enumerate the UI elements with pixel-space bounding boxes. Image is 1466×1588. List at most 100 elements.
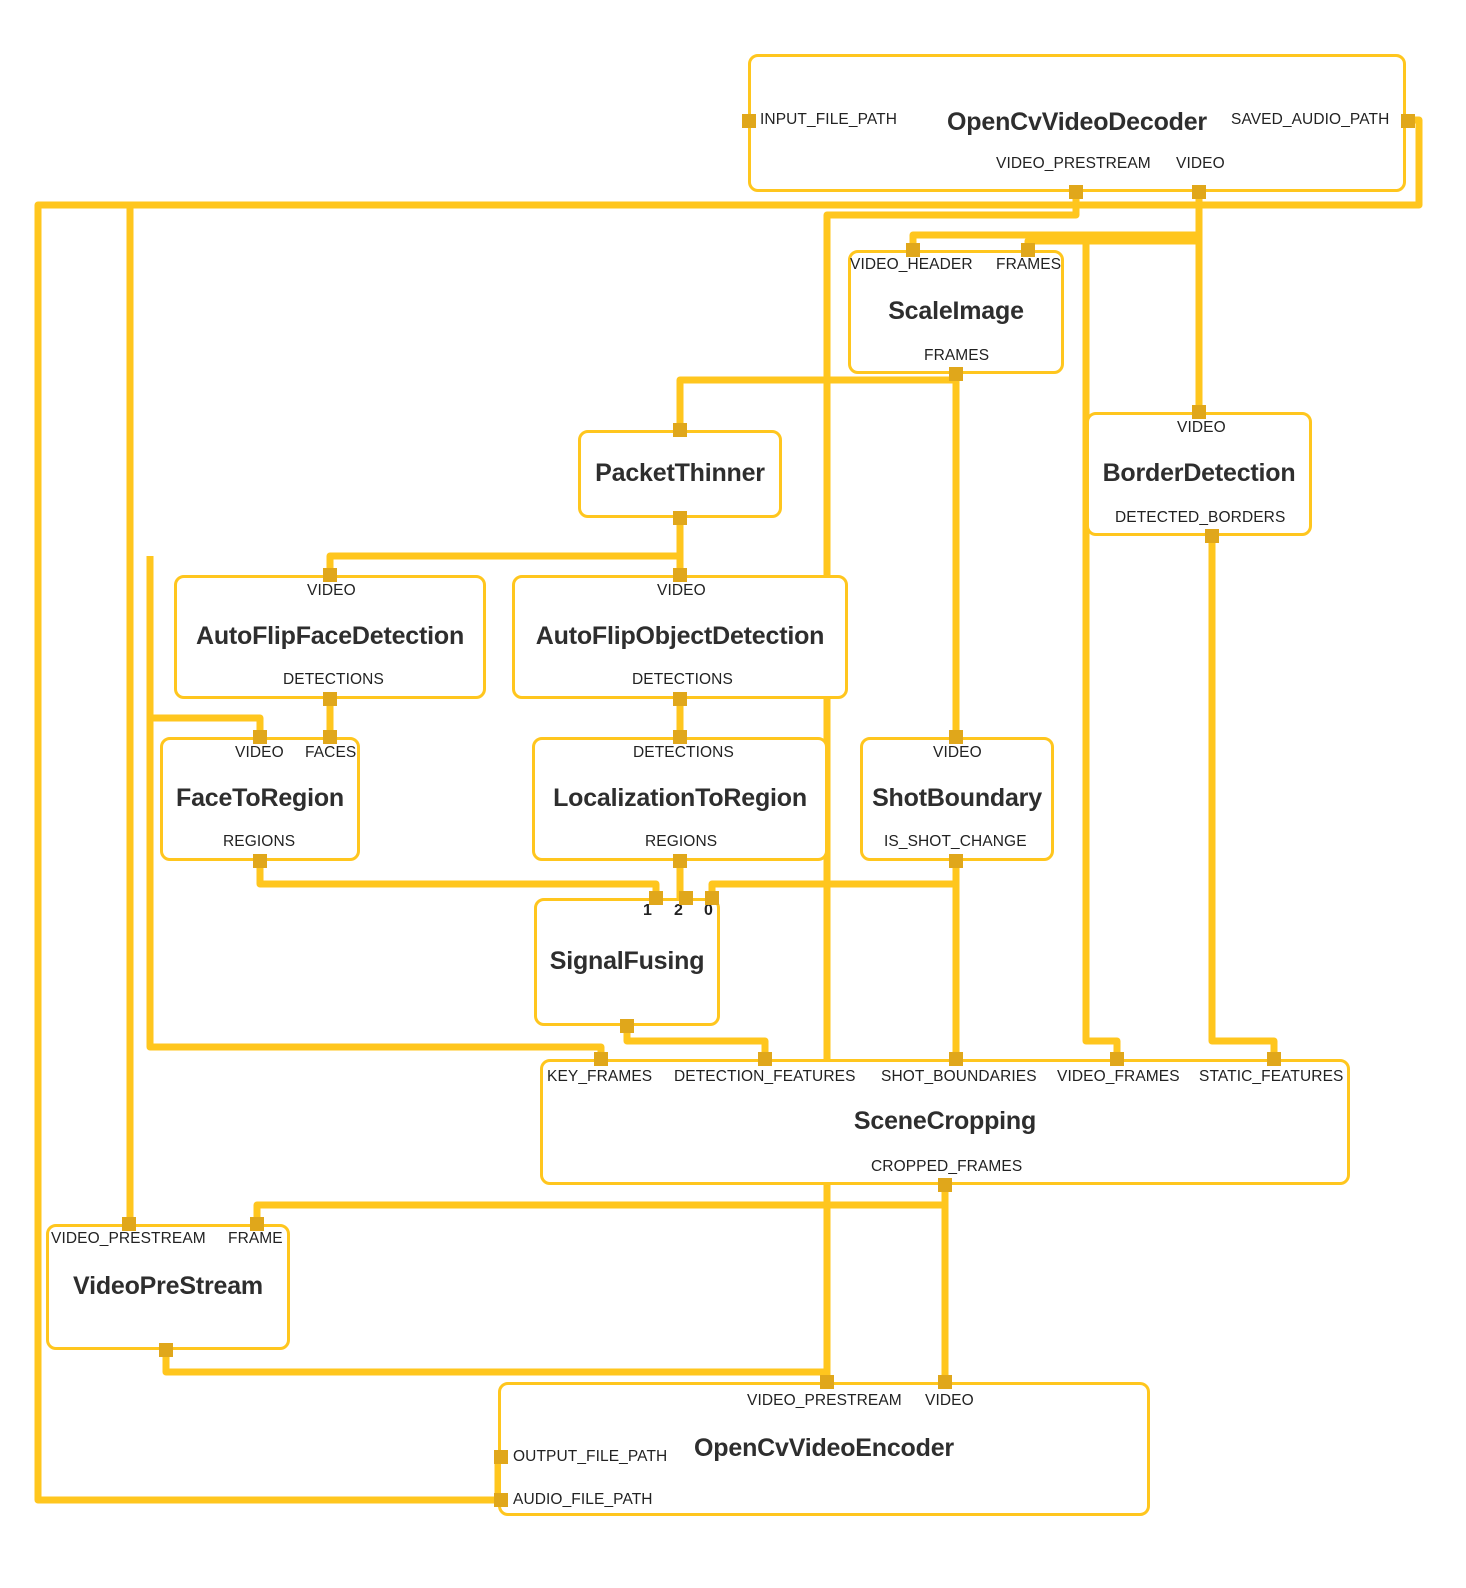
port-label: DETECTED_BORDERS <box>1115 509 1286 526</box>
port-videoprestream-frame[interactable] <box>250 1217 264 1231</box>
port-label: VIDEO <box>1176 155 1225 172</box>
port-label: VIDEO_PRESTREAM <box>996 155 1151 172</box>
port-label: VIDEO <box>925 1392 974 1409</box>
node-title: FaceToRegion <box>176 784 344 812</box>
port-scaleimage-frames-out[interactable] <box>949 367 963 381</box>
port-encoder-video-prestream[interactable] <box>820 1375 834 1389</box>
node-title: SignalFusing <box>549 947 705 975</box>
port-packetthinner-in[interactable] <box>673 423 687 437</box>
port-signalfusing-0[interactable] <box>705 891 719 905</box>
port-encoder-audio-file-path[interactable] <box>494 1493 508 1507</box>
port-objdet-video[interactable] <box>673 568 687 582</box>
edge-scenecropping-cropped-to-videoprestream-frame <box>253 1185 949 1224</box>
node-face_to_region[interactable]: FaceToRegion <box>160 737 360 861</box>
port-scenecropping-video-frames[interactable] <box>1110 1052 1124 1066</box>
node-title: OpenCvVideoEncoder <box>694 1434 954 1462</box>
node-signal_fusing[interactable]: SignalFusing <box>534 898 720 1026</box>
port-label: AUDIO_FILE_PATH <box>513 1491 653 1508</box>
edge-borderdetection-to-scenecropping-static-features <box>1208 536 1278 1059</box>
node-title: BorderDetection <box>1102 459 1296 487</box>
port-label: INPUT_FILE_PATH <box>760 111 898 128</box>
port-signalfusing-out[interactable] <box>620 1019 634 1033</box>
port-packetthinner-out[interactable] <box>673 511 687 525</box>
port-borderdetection-video[interactable] <box>1192 405 1206 419</box>
port-label: VIDEO <box>657 582 706 599</box>
port-videoprestream-out[interactable] <box>159 1343 173 1357</box>
node-title: SceneCropping <box>853 1107 1037 1135</box>
port-facedet-detections[interactable] <box>323 692 337 706</box>
port-objdet-detections[interactable] <box>673 692 687 706</box>
edge-decoder-saved-audio-to-encoder-audio <box>34 116 1423 1504</box>
node-title: VideoPreStream <box>73 1272 263 1300</box>
node-title: ShotBoundary <box>872 784 1042 812</box>
port-shotboundary-is-shot-change[interactable] <box>949 854 963 868</box>
port-label: VIDEO <box>1177 419 1226 436</box>
port-label: VIDEO_FRAMES <box>1057 1068 1180 1085</box>
node-title: AutoFlipFaceDetection <box>195 622 465 650</box>
port-index-label: 0 <box>704 902 713 919</box>
port-label: IS_SHOT_CHANGE <box>884 833 1027 850</box>
port-borderdetection-detected-borders[interactable] <box>1205 529 1219 543</box>
port-scenecropping-static-features[interactable] <box>1267 1052 1281 1066</box>
port-videoprestream-video-prestream[interactable] <box>122 1217 136 1231</box>
port-facedet-video[interactable] <box>323 568 337 582</box>
port-label: FRAMES <box>996 256 1062 273</box>
node-title: OpenCvVideoDecoder <box>947 108 1207 136</box>
port-scenecropping-cropped-frames[interactable] <box>938 1178 952 1192</box>
port-label: KEY_FRAMES <box>547 1068 653 1085</box>
port-encoder-video[interactable] <box>938 1375 952 1389</box>
port-facetoregion-regions[interactable] <box>253 854 267 868</box>
port-decoder-video-prestream[interactable] <box>1069 185 1083 199</box>
node-scale_image[interactable]: ScaleImage <box>848 250 1064 374</box>
port-label: SHOT_BOUNDARIES <box>881 1068 1037 1085</box>
edge-decoder-video-to-scenecropping-video-frames <box>1082 231 1199 1059</box>
port-loctoregion-regions[interactable] <box>673 854 687 868</box>
port-encoder-output-file-path[interactable] <box>494 1450 508 1464</box>
edge-facedet-video-left-to-facetoregion-video <box>146 556 264 737</box>
port-scaleimage-frames-in[interactable] <box>1021 243 1035 257</box>
port-label: REGIONS <box>223 833 296 850</box>
port-decoder-input-file-path[interactable] <box>742 114 756 128</box>
node-packet_thinner[interactable]: PacketThinner <box>578 430 782 518</box>
port-label: VIDEO <box>235 744 284 761</box>
port-shotboundary-video[interactable] <box>949 730 963 744</box>
port-label: VIDEO <box>307 582 356 599</box>
port-label: VIDEO_HEADER <box>850 256 973 273</box>
port-label: DETECTIONS <box>633 744 734 761</box>
port-label: VIDEO_PRESTREAM <box>51 1230 206 1247</box>
edge-packetthinner-to-facedet <box>326 518 684 575</box>
port-decoder-saved-audio-path[interactable] <box>1401 114 1415 128</box>
node-title: AutoFlipObjectDetection <box>535 622 825 650</box>
port-scenecropping-key-frames[interactable] <box>594 1052 608 1066</box>
port-label: SAVED_AUDIO_PATH <box>1231 111 1390 128</box>
port-label: DETECTION_FEATURES <box>674 1068 856 1085</box>
edge-shotboundary-to-signalfusing-0 <box>708 861 960 898</box>
port-label: REGIONS <box>645 833 718 850</box>
port-scenecropping-detection-features[interactable] <box>758 1052 772 1066</box>
edge-videoprestream-out-to-encoder-prestream <box>162 1350 831 1382</box>
edge-signalfusing-out-to-scenecropping-detection-features <box>623 1026 769 1059</box>
port-label: VIDEO <box>933 744 982 761</box>
port-label: DETECTIONS <box>632 671 733 688</box>
port-decoder-video[interactable] <box>1192 185 1206 199</box>
port-index-label: 2 <box>674 902 683 919</box>
port-signalfusing-2[interactable] <box>679 891 693 905</box>
node-autoflip_face_detection[interactable]: AutoFlipFaceDetection <box>174 575 486 699</box>
port-facetoregion-faces[interactable] <box>323 730 337 744</box>
port-scaleimage-video-header[interactable] <box>906 243 920 257</box>
port-signalfusing-1[interactable] <box>649 891 663 905</box>
node-localization_to_region[interactable]: LocalizationToRegion <box>532 737 828 861</box>
port-loctoregion-detections[interactable] <box>673 730 687 744</box>
port-scenecropping-shot-boundaries[interactable] <box>949 1052 963 1066</box>
node-border_detection[interactable]: BorderDetection <box>1086 412 1312 536</box>
node-title: ScaleImage <box>888 297 1024 325</box>
port-label: STATIC_FEATURES <box>1199 1068 1344 1085</box>
port-label: FRAME <box>228 1230 283 1247</box>
edge-facetoregion-regions-to-signalfusing-1 <box>256 861 660 898</box>
port-facetoregion-video[interactable] <box>253 730 267 744</box>
edge-scaleimage-frames-to-packetthinner <box>676 374 960 430</box>
node-opencv_video_encoder[interactable]: OpenCvVideoEncoder <box>498 1382 1150 1516</box>
port-index-label: 1 <box>643 902 652 919</box>
edge-decoder-video-to-scaleimage-frames <box>1024 192 1203 250</box>
